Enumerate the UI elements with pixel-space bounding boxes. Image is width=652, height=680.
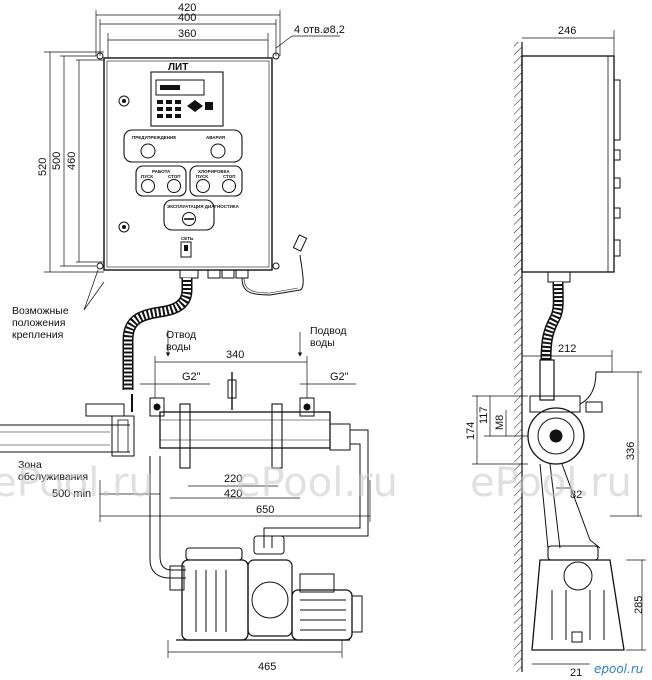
work-start-label: ПУСК: [141, 174, 153, 179]
work-start-button: [141, 179, 155, 193]
dim-g2-left: G2": [182, 371, 201, 383]
mount-label-line3: крепления: [12, 329, 63, 341]
dim-220: 220: [224, 473, 242, 485]
chlor-start-button: [196, 179, 210, 193]
dim-500: 500: [51, 152, 63, 170]
mount-positions-callout: Возможные положения крепления: [12, 269, 105, 341]
mount-label-line1: Возможные: [12, 305, 69, 317]
mount-label-line2: положения: [12, 317, 65, 329]
mode-selector: [182, 212, 196, 226]
holes-note: 4 отв.⌀8,2: [294, 24, 345, 36]
alarm-indicator: [210, 143, 226, 159]
dim-246: 246: [558, 25, 576, 37]
reactor-dimensions: [99, 330, 371, 658]
dim-21: 21: [570, 667, 582, 679]
dim-212: 212: [558, 343, 576, 355]
work-stop-button: [167, 179, 181, 193]
inlet-label-line1: Подвод: [310, 325, 346, 337]
corrugated-hose-front: [122, 278, 193, 390]
brand-label: ЛИТ: [168, 62, 188, 73]
section-mode-label: ЭКСПЛУАТАЦИЯ ДИАГНОСТИКА: [167, 204, 240, 209]
dim-340: 340: [226, 349, 244, 361]
dim-360: 360: [178, 28, 196, 40]
side-wall: [514, 42, 523, 672]
dim-420: 420: [178, 2, 196, 14]
warning-indicator: [140, 143, 156, 159]
chlor-stop-label: СТОП: [223, 174, 236, 179]
network-label: СЕТЬ: [181, 236, 194, 241]
dim-500-min: 500 min: [52, 488, 91, 500]
section-alarm-label: АВАРИЯ: [206, 135, 225, 140]
outlet-label-line2: воды: [166, 341, 191, 353]
dim-465: 465: [258, 661, 276, 673]
watermark-left: ePool.ru: [0, 460, 154, 506]
dim-400: 400: [178, 12, 196, 24]
front-control-box: ЛИТ ПРЕДУПРЕЖДЕНИЕ АВАРИЯ РАБОТА ПУСК СТ…: [96, 52, 308, 296]
front-dimensions: [44, 10, 340, 273]
chlor-start-label: ПУСК: [196, 174, 208, 179]
dim-174: 174: [465, 422, 477, 440]
outlet-label-line1: Отвод: [166, 329, 196, 341]
section-chlor-label: ХЛОРИРОВКА: [198, 169, 230, 174]
zone-label-line1: Зона: [18, 459, 42, 471]
watermark-center: ePool.ru: [236, 460, 398, 506]
dim-460: 460: [66, 152, 78, 170]
dim-520: 520: [37, 158, 49, 176]
watermark-right: ePool.ru: [470, 460, 632, 506]
dim-285: 285: [633, 596, 645, 614]
dim-82: 82: [570, 489, 582, 501]
network-switch: [180, 241, 192, 258]
side-pump: [531, 545, 625, 651]
side-reactor: [527, 359, 612, 549]
dim-336: 336: [625, 442, 637, 460]
side-control-box: [521, 55, 621, 283]
side-hose: [540, 281, 564, 361]
watermark-corner: epool.ru: [594, 662, 644, 676]
dim-g2-right: G2": [330, 371, 349, 383]
dim-m8: M8: [494, 415, 506, 430]
zone-label-line2: обслуживания: [18, 471, 88, 483]
keypad: [157, 100, 213, 118]
pump-front: [169, 535, 363, 641]
dim-117: 117: [478, 406, 490, 424]
inlet-label-line2: воды: [310, 337, 335, 349]
chlor-stop-button: [222, 179, 236, 193]
corner-badge: [590, 660, 648, 676]
section-warning-label: ПРЕДУПРЕЖДЕНИЕ: [132, 135, 176, 140]
section-work-label: РАБОТА: [152, 169, 171, 174]
dim-650: 650: [256, 504, 274, 516]
controller-screen: [155, 79, 205, 96]
work-stop-label: СТОП: [168, 174, 181, 179]
dim-420-clamps: 420: [224, 488, 242, 500]
